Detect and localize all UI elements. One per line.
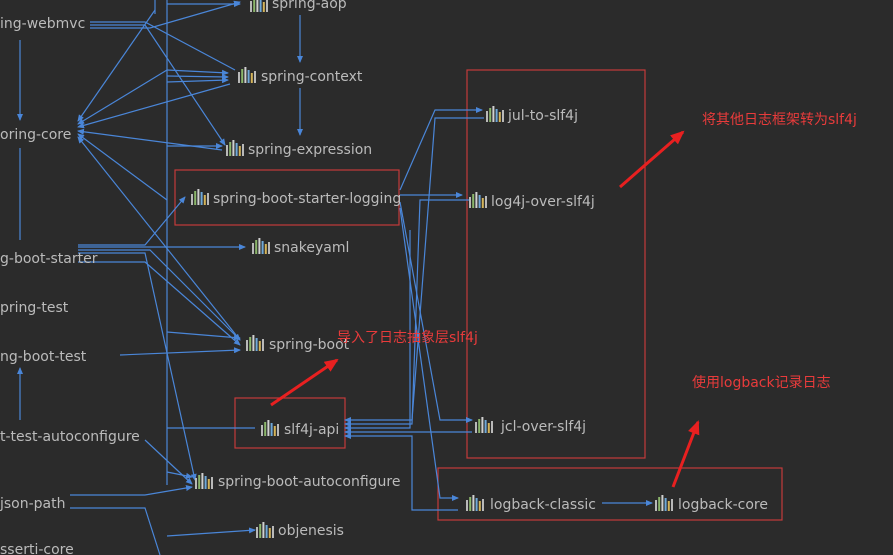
node-label: spring-boot — [269, 337, 350, 353]
node-label: logback-core — [678, 497, 768, 513]
bridge-note-arrow — [619, 130, 685, 189]
bridges-box — [466, 69, 646, 459]
bridge-note: 将其他日志框架转为slf4j — [702, 112, 857, 128]
logback-note-arrow — [671, 420, 700, 488]
library-icon — [246, 335, 264, 351]
node-label: oring-core — [0, 127, 71, 143]
node-label: log4j-over-slf4j — [491, 194, 595, 210]
node-spring-expression: spring-expression — [226, 140, 372, 158]
node-label: slf4j-api — [284, 422, 339, 438]
slf4j-note: 导入了日志抽象层slf4j — [337, 330, 478, 346]
node-label: t-test-autoconfigure — [0, 429, 140, 445]
node-label: logback-classic — [490, 497, 596, 513]
node-slf4j-api: slf4j-api — [261, 420, 339, 438]
node-spring-boot-starter-logging: spring-boot-starter-logging — [191, 189, 401, 207]
node-test-autoconfigure: t-test-autoconfigure — [0, 429, 140, 445]
node-label: objenesis — [278, 523, 344, 539]
node-spring-boot-autoconfigure: spring-boot-autoconfigure — [195, 473, 400, 490]
node-log4j-over-slf4j: log4j-over-slf4j — [469, 192, 595, 210]
node-label: spring-context — [261, 69, 363, 85]
node-logback-classic: logback-classic — [466, 495, 596, 513]
node-label: ing-webmvc — [0, 16, 85, 32]
node-spring-context: spring-context — [238, 67, 363, 85]
node-spring-webmvc: ing-webmvc — [0, 16, 85, 32]
node-spring-test: pring-test — [0, 300, 69, 316]
node-jul-to-slf4j: jul-to-slf4j — [486, 106, 578, 124]
node-spring-boot-test: ng-boot-test — [0, 349, 87, 365]
node-assertj-core: sserti-core — [0, 542, 74, 555]
node-label: spring-boot-autoconfigure — [218, 474, 400, 490]
logback-box — [437, 467, 783, 521]
library-icon — [195, 473, 213, 489]
node-snakeyaml: snakeyaml — [252, 238, 349, 256]
node-label: g-boot-starter — [0, 251, 98, 267]
node-label: jcl-over-slf4j — [500, 419, 586, 435]
node-label: spring-expression — [248, 142, 372, 158]
library-icon — [655, 495, 673, 511]
library-icon — [475, 417, 493, 433]
node-label: json-path — [0, 496, 66, 512]
library-icon — [469, 192, 487, 208]
library-icon — [261, 420, 279, 436]
nodes: ing-webmvc oring-core g-boot-starter pri… — [0, 0, 768, 555]
node-spring-boot: spring-boot — [246, 335, 350, 353]
node-spring-aop: spring-aop — [250, 0, 347, 12]
node-json-path: json-path — [0, 496, 66, 512]
node-label: pring-test — [0, 300, 69, 316]
library-icon — [256, 522, 274, 538]
node-label: spring-aop — [272, 0, 347, 12]
library-icon — [486, 106, 504, 122]
node-label: jul-to-slf4j — [507, 108, 578, 124]
library-icon — [226, 140, 244, 156]
dependency-edges — [17, 0, 653, 555]
node-spring-core: oring-core — [0, 127, 71, 143]
annotation-arrows — [270, 130, 700, 488]
annotations: 将其他日志框架转为slf4j 导入了日志抽象层slf4j 使用logback记录… — [337, 112, 857, 391]
node-objenesis: objenesis — [256, 522, 344, 539]
node-label: ng-boot-test — [0, 349, 87, 365]
node-label: snakeyaml — [274, 240, 349, 256]
node-spring-boot-starter: g-boot-starter — [0, 251, 98, 267]
node-jcl-over-slf4j: jcl-over-slf4j — [475, 417, 586, 435]
slf4j-note-arrow — [270, 358, 339, 407]
library-icon — [466, 495, 484, 511]
node-logback-core: logback-core — [655, 495, 768, 513]
logback-note: 使用logback记录日志 — [692, 374, 831, 391]
library-icon — [250, 0, 268, 12]
node-label: sserti-core — [0, 542, 74, 555]
library-icon — [191, 189, 209, 205]
starter-logging-box — [174, 169, 400, 226]
node-label: spring-boot-starter-logging — [213, 191, 401, 207]
highlight-boxes — [174, 69, 783, 521]
library-icon — [252, 238, 270, 254]
library-icon — [238, 67, 256, 83]
